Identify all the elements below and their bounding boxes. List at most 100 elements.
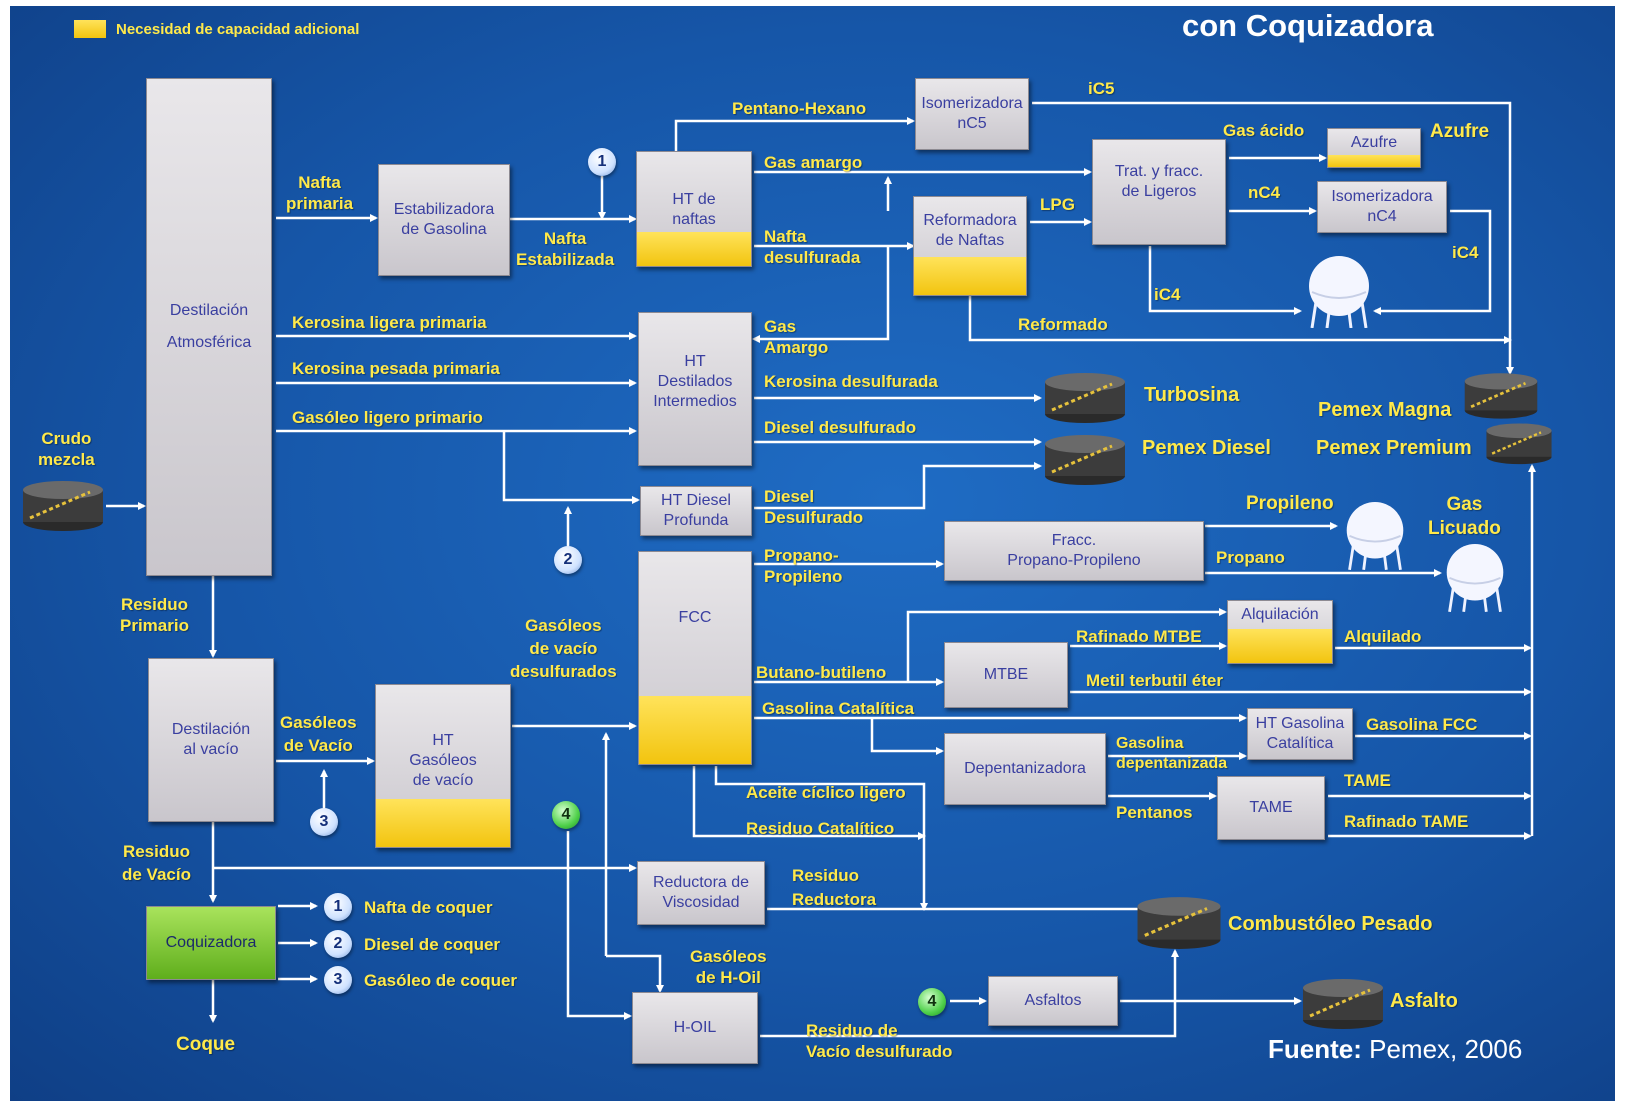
stream-gasolina-catalitica: Gasolina Catalítica	[762, 699, 915, 718]
stream-rafinado-mtbe: Rafinado MTBE	[1076, 627, 1202, 646]
stream-pentano-hexano: Pentano-Hexano	[732, 99, 867, 118]
unit-label: Azufre	[1350, 134, 1398, 151]
source-value: Pemex, 2006	[1369, 1034, 1523, 1064]
unit-label: Trat. y fracc. de Ligeros	[1114, 163, 1204, 200]
stream-pentanos: Pentanos	[1116, 803, 1193, 822]
stream-diesel-desulfurado-2: Diesel Desulfurado	[764, 487, 864, 527]
stream-coque: Coque	[176, 1034, 236, 1055]
stream-alquilado: Alquilado	[1344, 627, 1422, 646]
unit-label: Asfaltos	[1024, 992, 1082, 1009]
stream-propileno: Propileno	[1246, 493, 1334, 514]
stream-butano-butileno: Butano-butileno	[756, 663, 887, 682]
stream-tame: TAME	[1344, 771, 1391, 790]
stream-propano: Propano	[1216, 548, 1285, 567]
unit-mtbe: MTBE	[944, 642, 1068, 708]
unit-isomerizadora-nc5: Isomerizadora nC5	[915, 78, 1029, 150]
turbosina-tank-icon	[1045, 373, 1125, 423]
unit-label: Isomerizadora nC5	[921, 95, 1023, 132]
unit-fracc-propano: Fracc. Propano-Propileno	[944, 521, 1204, 581]
stream-nc4: nC4	[1248, 183, 1281, 202]
stream-nafta-desulfurada: Nafta desulfurada	[764, 227, 861, 267]
crude-tank-icon	[23, 481, 103, 531]
unit-ht-destilados: HT Destilados Intermedios	[638, 312, 752, 466]
capacity-highlight	[1328, 155, 1420, 167]
stream-ic5: iC5	[1088, 79, 1115, 98]
diesel-tank-icon	[1045, 435, 1125, 485]
unit-destilacion-atmosferica: Destilación Atmosférica	[146, 78, 272, 576]
legend: Necesidad de capacidad adicional	[74, 20, 359, 38]
source-caption: Fuente: Pemex, 2006	[1268, 1034, 1522, 1065]
legend-label: Necesidad de capacidad adicional	[116, 20, 360, 38]
premium-tank-icon	[1486, 423, 1552, 465]
marker-3-input: 3	[310, 808, 338, 836]
stream-lpg: LPG	[1040, 195, 1075, 214]
marker-1: 1	[324, 893, 352, 921]
unit-ht-naftas: HT de naftas	[636, 151, 752, 267]
unit-label: TAME	[1249, 799, 1293, 816]
unit-tame: TAME	[1217, 776, 1325, 840]
unit-depentanizadora: Depentanizadora	[944, 733, 1106, 805]
unit-reductora: Reductora de Viscosidad	[637, 861, 765, 925]
stream-aceite-ciclico: Aceite cíclico ligero	[746, 783, 906, 802]
coker-product-label: Nafta de coquer	[364, 898, 493, 917]
unit-label: Destilación al vacío	[171, 721, 251, 758]
unit-asfaltos: Asfaltos	[988, 976, 1118, 1026]
stream-gas-amargo-2: Gas Amargo	[764, 317, 829, 357]
unit-label: Alquilación	[1241, 606, 1319, 623]
stream-residuo-vacio: Residuo de Vacío	[122, 842, 191, 884]
unit-label: Destilación Atmosférica	[166, 302, 252, 351]
capacity-highlight	[914, 257, 1026, 295]
unit-trat-ligeros: Trat. y fracc. de Ligeros	[1092, 139, 1226, 245]
stream-gas-acido: Gas ácido	[1223, 121, 1305, 140]
stream-gas-licuado: Gas Licuado	[1428, 494, 1501, 539]
unit-label: Fracc. Propano-Propileno	[1007, 532, 1141, 569]
stream-azufre: Azufre	[1430, 121, 1490, 142]
capacity-highlight	[639, 696, 751, 764]
unit-label: HT Diesel Profunda	[661, 492, 731, 529]
process-flow-diagram: Necesidad de capacidad adicional con Coq…	[10, 6, 1615, 1101]
unit-label: HT Destilados Intermedios	[653, 353, 737, 410]
unit-estabilizadora: Estabilizadora de Gasolina	[378, 164, 510, 276]
unit-label: MTBE	[983, 666, 1029, 683]
product-pemex-diesel: Pemex Diesel	[1142, 437, 1271, 459]
stream-kerosina-pesada: Kerosina pesada primaria	[292, 359, 500, 378]
stream-gasoleos-hoil: Gasóleos de H-Oil	[690, 947, 767, 987]
stream-gasolina-fcc: Gasolina FCC	[1366, 715, 1478, 734]
coker-product-label: Gasóleo de coquer	[364, 971, 518, 990]
unit-ht-diesel: HT Diesel Profunda	[640, 486, 752, 536]
capacity-highlight	[1228, 629, 1332, 663]
stream-nafta-primaria: Nafta primaria	[286, 173, 354, 213]
unit-isomerizadora-nc4: Isomerizadora nC4	[1317, 181, 1447, 233]
unit-azufre: Azufre	[1327, 128, 1421, 168]
unit-alquilacion: Alquilación	[1227, 600, 1333, 664]
stream-kerosina-desulfurada: Kerosina desulfurada	[764, 372, 938, 391]
unit-destilacion-vacio: Destilación al vacío	[148, 658, 274, 822]
unit-label: Isomerizadora nC4	[1331, 188, 1433, 225]
stream-gas-amargo: Gas amargo	[764, 153, 863, 172]
unit-label: HT Gasolina Catalítica	[1255, 715, 1345, 752]
stream-residuo-catalitico: Residuo Catalítico	[746, 819, 895, 838]
marker-3: 3	[324, 966, 352, 994]
asfalto-tank-icon	[1303, 979, 1383, 1029]
stream-crudo: Crudo mezcla	[38, 429, 95, 469]
stream-residuo-reductora: Residuo Reductora	[792, 866, 877, 909]
stream-propano-propileno: Propano- Propileno	[764, 546, 843, 586]
unit-coquizadora: Coquizadora	[146, 906, 276, 980]
magna-tank-icon	[1464, 373, 1538, 419]
unit-label: Depentanizadora	[964, 760, 1086, 777]
coker-product-label: Diesel de coquer	[364, 935, 501, 954]
marker-4-input: 4	[552, 801, 580, 829]
stream-ic4-right: iC4	[1452, 243, 1479, 262]
stream-ic4-left: iC4	[1154, 285, 1181, 304]
stream-residuo-vacio-desulf: Residuo de Vacío desulfurado	[806, 1021, 953, 1061]
unit-ht-gasoleos: HT Gasóleos de vacío	[375, 684, 511, 848]
stream-gasoleo-ligero: Gasóleo ligero primario	[292, 408, 483, 427]
source-label: Fuente:	[1268, 1034, 1362, 1064]
marker-2: 2	[324, 930, 352, 958]
product-combustoleo: Combustóleo Pesado	[1228, 913, 1433, 935]
unit-label: Estabilizadora de Gasolina	[393, 201, 495, 238]
unit-label: Reductora de Viscosidad	[652, 874, 750, 911]
diagram-title: con Coquizadora	[1182, 8, 1434, 43]
marker-2-input: 2	[554, 546, 582, 574]
unit-label: HT de naftas	[672, 191, 716, 228]
